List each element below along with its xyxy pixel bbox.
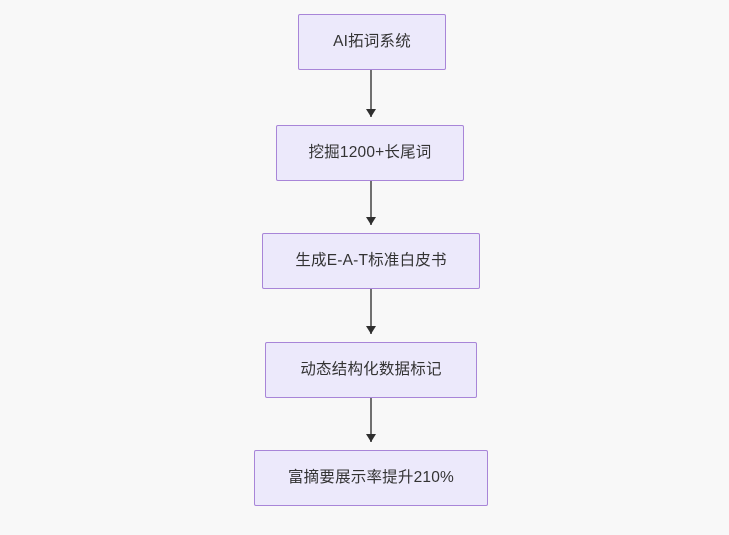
flow-node-structured-data[interactable]: 动态结构化数据标记 bbox=[265, 342, 477, 398]
arrowhead-icon bbox=[365, 326, 376, 334]
edge-line bbox=[370, 70, 372, 117]
edge-line bbox=[370, 289, 372, 334]
flow-node-rich-snippet-result[interactable]: 富摘要展示率提升210% bbox=[254, 450, 488, 506]
edge-line bbox=[370, 398, 372, 442]
arrowhead-icon bbox=[365, 217, 376, 225]
flow-node-label: 动态结构化数据标记 bbox=[300, 360, 442, 378]
flow-node-longtail-mining[interactable]: 挖掘1200+长尾词 bbox=[276, 125, 464, 181]
arrowhead-icon bbox=[365, 109, 376, 117]
flow-node-eat-whitepaper[interactable]: 生成E-A-T标准白皮书 bbox=[262, 233, 480, 289]
edge-line bbox=[370, 181, 372, 225]
flow-node-label: 挖掘1200+长尾词 bbox=[308, 143, 432, 161]
flow-node-label: AI拓词系统 bbox=[333, 32, 411, 50]
arrowhead-icon bbox=[365, 434, 376, 442]
flow-node-ai-keyword-system[interactable]: AI拓词系统 bbox=[298, 14, 446, 70]
flow-node-label: 富摘要展示率提升210% bbox=[287, 468, 455, 486]
flow-node-label: 生成E-A-T标准白皮书 bbox=[295, 251, 447, 269]
